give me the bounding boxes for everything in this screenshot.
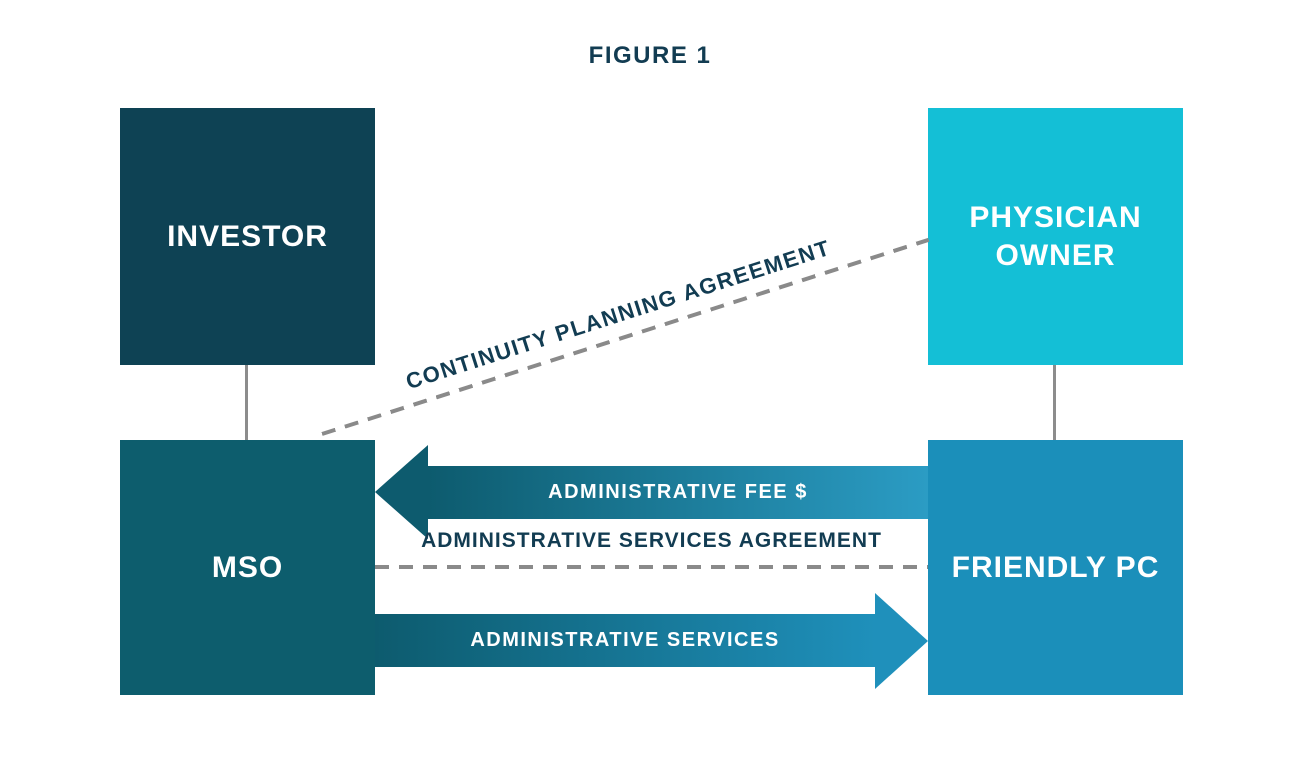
administrative-services-agreement-label: ADMINISTRATIVE SERVICES AGREEMENT — [421, 529, 882, 552]
friendly-pc-box: FRIENDLY PC — [928, 440, 1183, 695]
physician-friendly-connector-line — [1053, 365, 1056, 440]
mso-box: MSO — [120, 440, 375, 695]
administrative-fee-arrowhead-left-icon — [375, 445, 428, 539]
administrative-services-label: ADMINISTRATIVE SERVICES — [470, 629, 780, 651]
administrative-services-agreement-dashed-line — [375, 565, 928, 569]
administrative-services-arrowhead-right-icon — [875, 593, 928, 689]
continuity-planning-edge: CONTINUITY PLANNING AGREEMENT — [321, 235, 930, 436]
investor-label: INVESTOR — [167, 219, 328, 253]
continuity-planning-label: CONTINUITY PLANNING AGREEMENT — [402, 234, 834, 395]
physician-owner-box: PHYSICIAN OWNER — [928, 108, 1183, 365]
investor-mso-connector-line — [245, 365, 248, 440]
administrative-fee-label: ADMINISTRATIVE FEE $ — [548, 481, 808, 503]
figure-title: FIGURE 1 — [588, 42, 712, 69]
investor-box: INVESTOR — [120, 108, 375, 365]
administrative-services-arrow: ADMINISTRATIVE SERVICES — [375, 593, 928, 690]
mso-label: MSO — [211, 550, 284, 584]
administrative-fee-arrow: ADMINISTRATIVE FEE $ — [375, 445, 928, 540]
physician-owner-label: PHYSICIAN OWNER — [969, 201, 1142, 272]
administrative-services-arrow-body — [375, 614, 875, 667]
administrative-fee-arrow-body — [428, 466, 928, 519]
continuity-planning-dashed-line — [321, 237, 930, 436]
friendly-pc-label: FRIENDLY PC — [951, 550, 1160, 584]
